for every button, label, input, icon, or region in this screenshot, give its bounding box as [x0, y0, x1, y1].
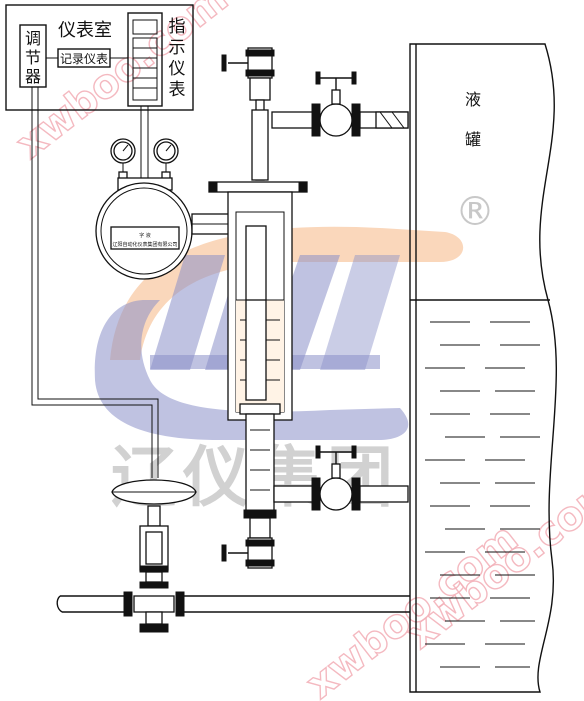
watermark-blue-swoosh — [94, 300, 409, 440]
transmitter: 字 液 辽阳自动化仪表集团有限公司 — [95, 177, 273, 280]
pressure-gauge-right — [153, 138, 179, 181]
indicator-char-4: 表 — [169, 80, 186, 100]
indicator-char-2: 示 — [169, 38, 186, 58]
pressure-gauges — [110, 138, 179, 181]
indicator-instrument — [127, 12, 163, 107]
tank-liquid-lines — [425, 321, 540, 668]
nameplate-line1: 字 液 — [139, 232, 151, 239]
control-valve — [111, 479, 197, 633]
process-pipe — [56, 595, 410, 613]
regulator-box — [19, 24, 47, 88]
control-room-label: 仪表室 — [58, 20, 112, 41]
watermark-bar-1 — [150, 255, 225, 370]
regulator-char-3: 器 — [25, 67, 41, 86]
upper-isolation-valve — [271, 71, 409, 137]
liquid-tank: 液 罐 — [409, 43, 558, 693]
indicator-char-3: 仪 — [169, 59, 186, 79]
transmitter-nameplate — [110, 226, 180, 250]
control-room: 仪表室 调 节 器 记录仪表 指 示 仪 表 — [5, 4, 194, 111]
pressure-gauge-left — [110, 138, 136, 181]
lower-isolation-valve — [273, 445, 409, 511]
tank-label-char-2: 罐 — [465, 130, 481, 149]
control-room-box — [5, 4, 194, 111]
watermark-url-bottom: xwboo.com — [298, 515, 527, 701]
watermark-registered-mark: ® — [455, 189, 495, 235]
signal-lines — [31, 87, 159, 478]
regulator-char-2: 节 — [25, 48, 41, 67]
tank-outline — [409, 43, 558, 693]
displacer-chamber — [208, 47, 308, 569]
tank-label-char-1: 液 — [465, 90, 481, 109]
nameplate-line2: 辽阳自动化仪表集团有限公司 — [112, 241, 177, 248]
regulator-char-1: 调 — [25, 29, 41, 48]
recorder-label: 记录仪表 — [60, 52, 108, 66]
watermark-bar-4 — [320, 255, 400, 370]
indicator-char-1: 指 — [169, 17, 186, 37]
